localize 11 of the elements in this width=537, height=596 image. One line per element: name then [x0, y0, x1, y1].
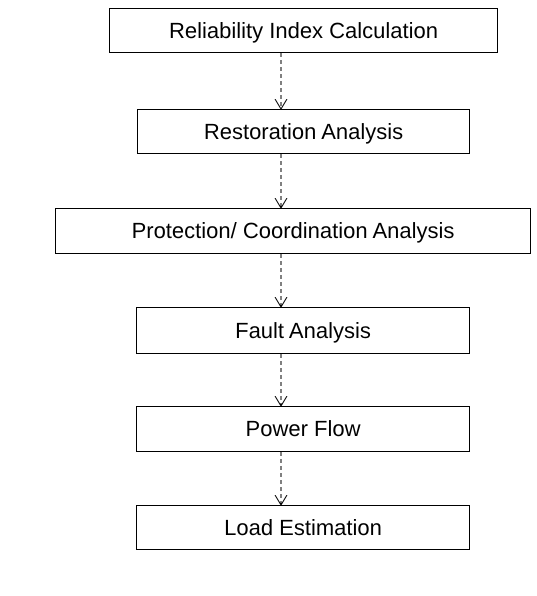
process-box: Fault Analysis: [136, 307, 470, 354]
dashed-arrow: [274, 354, 288, 406]
dashed-arrow: [274, 154, 288, 208]
process-box: Power Flow: [136, 406, 470, 452]
dashed-arrow: [274, 52, 288, 110]
process-box: Protection/ Coordination Analysis: [55, 208, 531, 254]
process-box: Reliability Index Calculation: [109, 8, 498, 53]
process-box: Load Estimation: [136, 505, 470, 550]
dashed-arrow: [274, 254, 288, 308]
process-box: Restoration Analysis: [137, 109, 470, 154]
dashed-arrow: [274, 452, 288, 506]
